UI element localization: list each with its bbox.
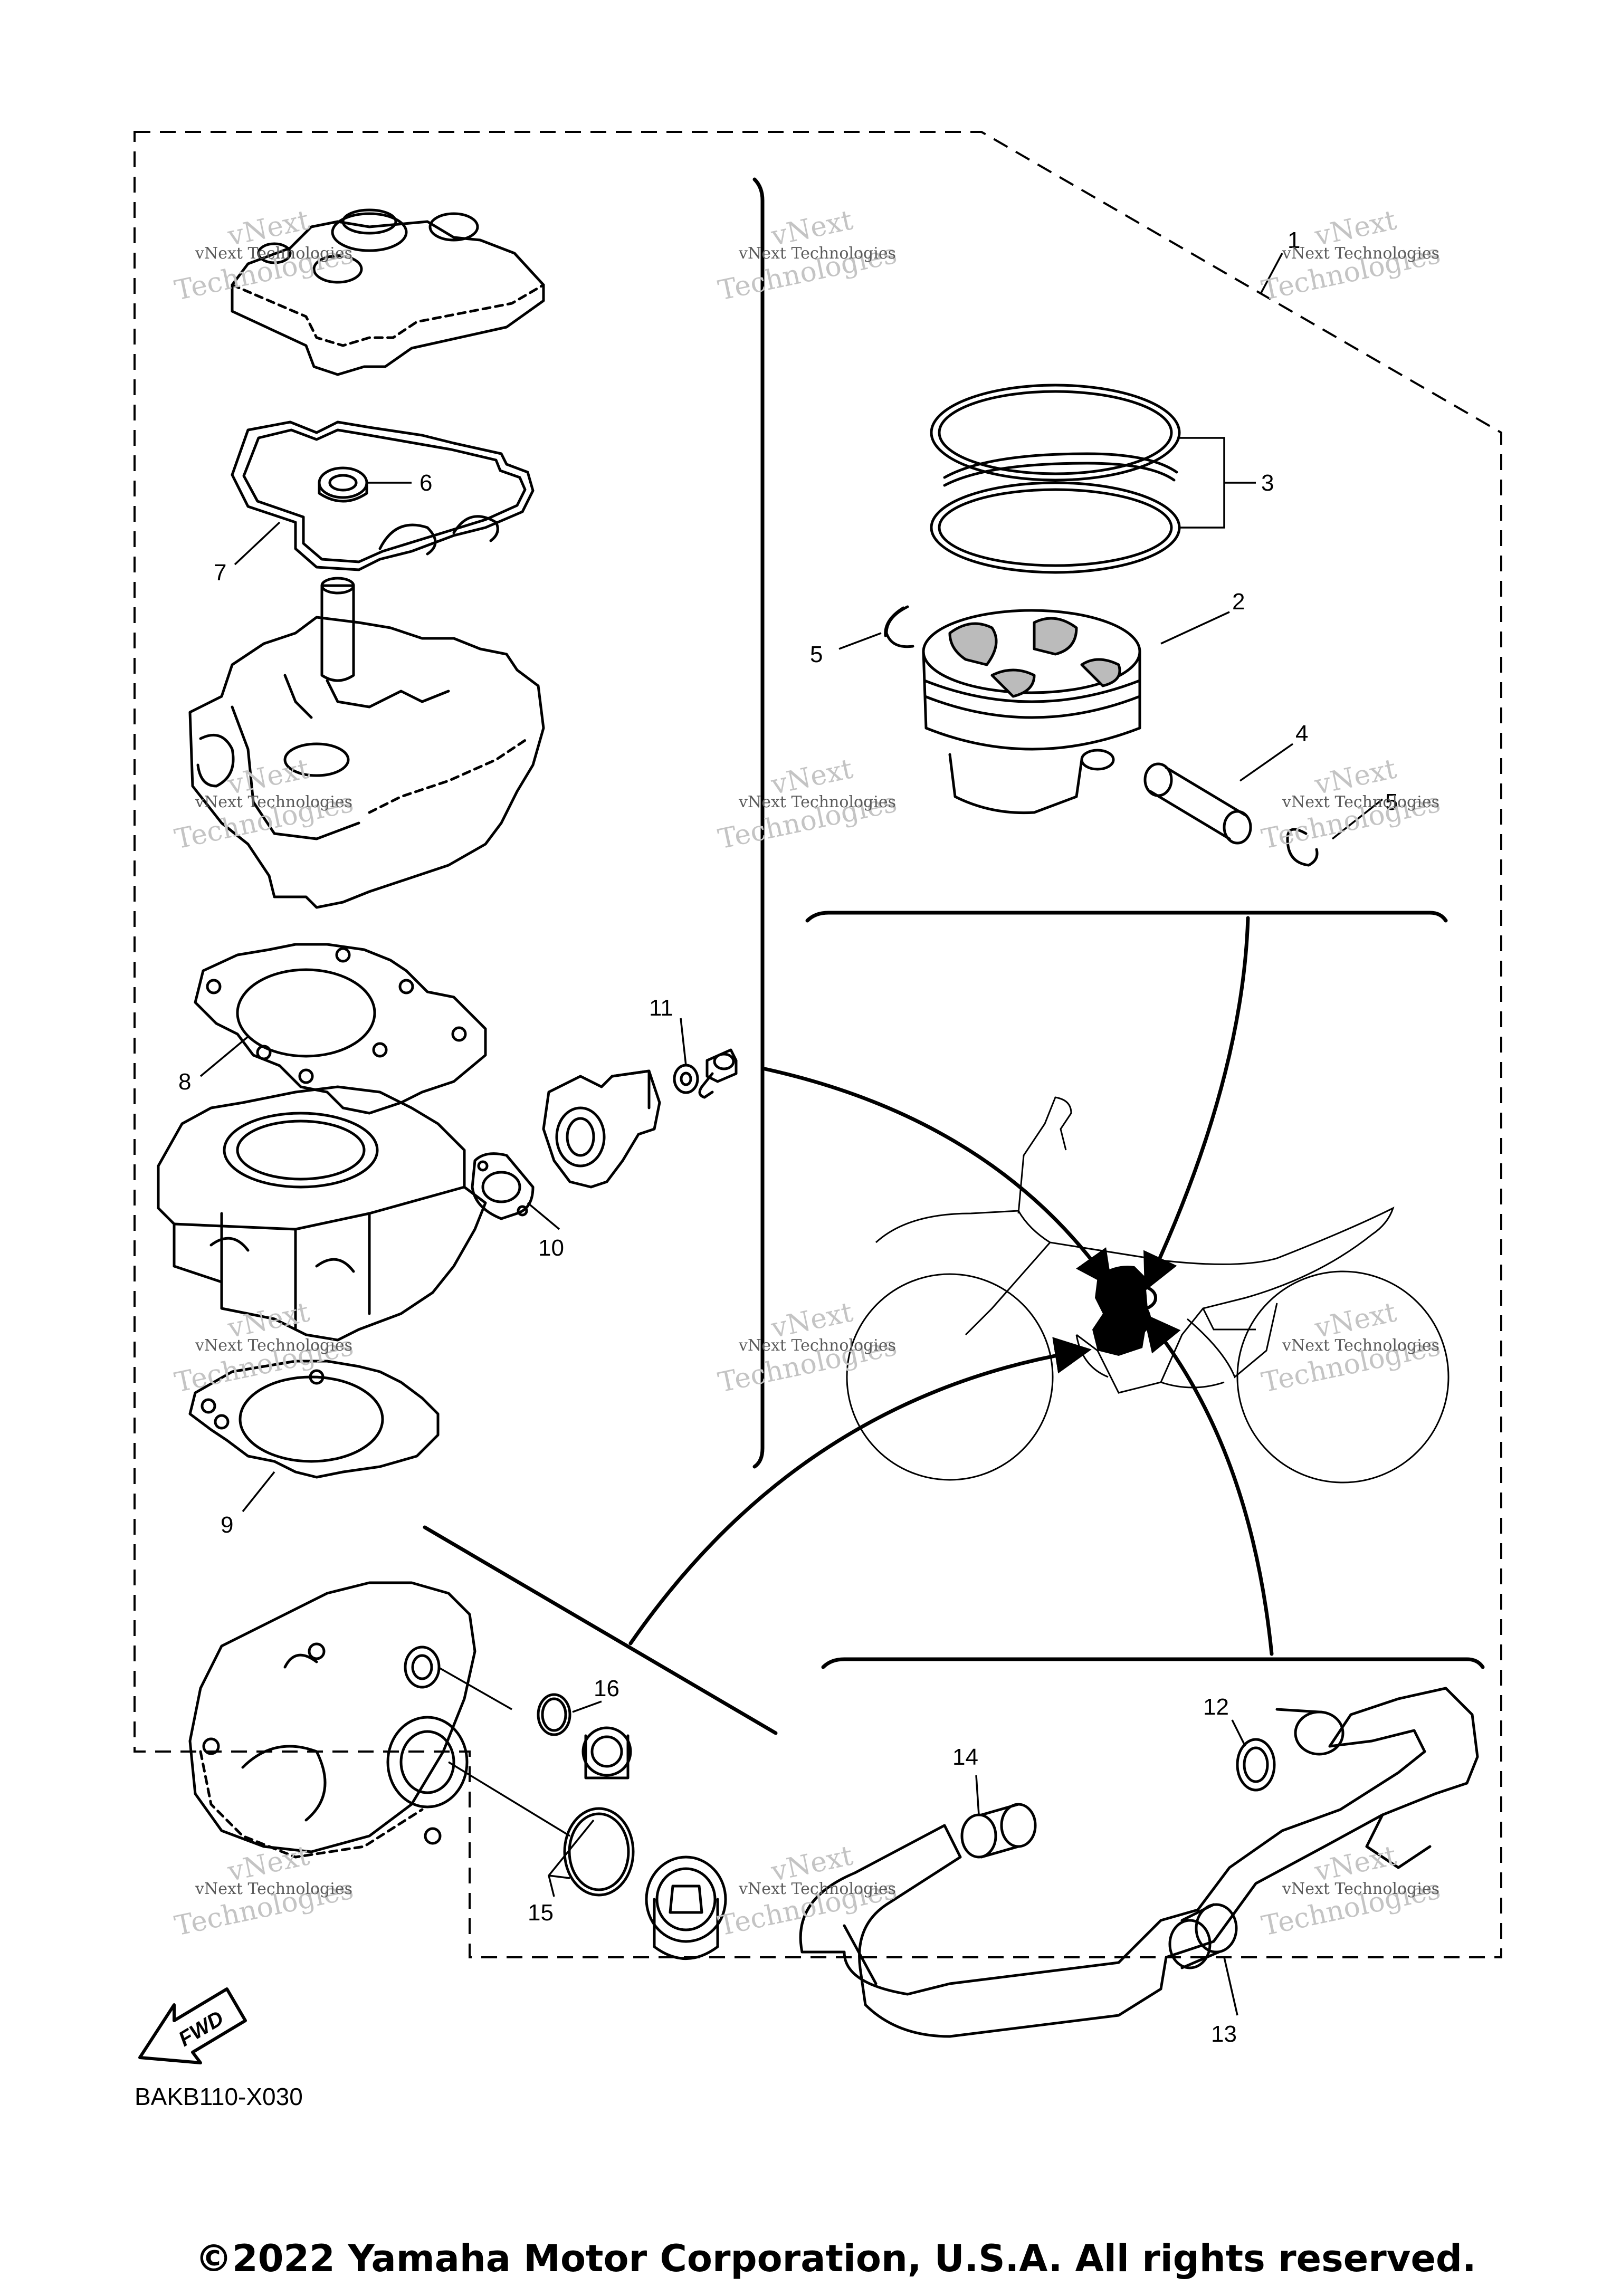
exhaust-gasket-14 [960, 1803, 1037, 1859]
copyright-notice: ©2022 Yamaha Motor Corporation, U.S.A. A… [195, 2237, 1476, 2280]
watermark-7: Technologies vNext vNext Technologies [172, 1296, 356, 1399]
svg-text:vNext Technologies: vNext Technologies [195, 244, 352, 263]
tensioner-gasket [471, 1152, 535, 1220]
watermark-2: Technologies vNext vNext Technologies [716, 204, 900, 307]
callout-12: 12 [1203, 1694, 1229, 1720]
watermark-1: Technologies vNext vNext Technologies [172, 204, 356, 307]
watermark-6: Technologies vNext vNext Technologies [1259, 753, 1443, 855]
cylinder-head-gasket [194, 943, 487, 1115]
watermark-5: Technologies vNext vNext Technologies [716, 753, 900, 855]
exhaust-group-line [821, 1657, 1485, 1669]
kit-boundary [134, 131, 1502, 1958]
circlip-left [884, 605, 914, 648]
svg-text:vNext Technologies: vNext Technologies [195, 1336, 352, 1355]
cylinder-head-cover [231, 208, 545, 376]
fwd-arrow-icon: FWD [138, 1987, 247, 2064]
callout-3: 3 [1261, 470, 1274, 496]
callout-8: 8 [178, 1069, 191, 1095]
arrow-crankcase [628, 1337, 1092, 1646]
piston-group-bottom-line [805, 911, 1448, 923]
piston-pin [1143, 762, 1252, 845]
valve-stem-seal [318, 466, 368, 503]
watermark-10: Technologies vNext vNext Technologies [172, 1840, 356, 1942]
callout-16: 16 [594, 1676, 619, 1701]
copper-washer [673, 1064, 699, 1094]
watermark-3: Technologies vNext vNext Technologies [1259, 204, 1443, 307]
callout-15: 15 [528, 1900, 554, 1926]
svg-text:vNext Technologies: vNext Technologies [195, 1880, 352, 1898]
oil-check-bolt [581, 1726, 632, 1780]
callout-10: 10 [538, 1235, 564, 1261]
watermark-8: Technologies vNext vNext Technologies [716, 1296, 900, 1399]
callout-14: 14 [952, 1744, 978, 1770]
watermark-11: Technologies vNext vNext Technologies [716, 1840, 900, 1942]
callout-13: 13 [1211, 2021, 1237, 2047]
crankcase-group-line [423, 1525, 778, 1735]
piston [922, 609, 1141, 815]
svg-text:vNext Technologies: vNext Technologies [1282, 244, 1439, 263]
callout-2: 2 [1232, 589, 1245, 615]
svg-text:vNext Technologies: vNext Technologies [1282, 793, 1439, 811]
o-ring-large [563, 1807, 635, 1897]
svg-text:vNext Technologies: vNext Technologies [1282, 1336, 1439, 1355]
callout-5a: 5 [810, 642, 823, 667]
callout-5b: 5 [1385, 789, 1398, 815]
svg-text:vNext Technologies: vNext Technologies [738, 793, 896, 811]
cylinder-base-gasket [188, 1360, 440, 1479]
svg-text:vNext Technologies: vNext Technologies [195, 793, 352, 811]
callout-7: 7 [214, 560, 226, 586]
exhaust-header-pipe [799, 1687, 1479, 2038]
callout-6: 6 [419, 470, 432, 496]
arrow-piston [1143, 916, 1250, 1292]
callout-4: 4 [1295, 721, 1308, 747]
tensioner-cap-bolt [698, 1048, 738, 1099]
svg-text:vNext Technologies: vNext Technologies [1282, 1880, 1439, 1898]
engine-highlight [1092, 1266, 1157, 1356]
arrow-cam-tensioner [760, 1066, 1113, 1288]
piston-rings [930, 384, 1181, 574]
crankcase-cover [188, 1581, 476, 1859]
valve-cover-gasket [231, 420, 535, 571]
arrow-exhaust [1143, 1313, 1274, 1656]
svg-text:vNext Technologies: vNext Technologies [738, 1336, 896, 1355]
callout-1: 1 [1288, 227, 1300, 253]
crankshaft-plug [645, 1855, 727, 1960]
diagram-code: BAKB110-X030 [135, 2083, 303, 2110]
circlip-right [1286, 828, 1319, 867]
callout-9: 9 [221, 1512, 233, 1538]
motorcycle-outline [846, 1096, 1450, 1484]
exhaust-gasket-13 [1168, 1903, 1238, 1969]
watermark-9: Technologies vNext vNext Technologies [1259, 1296, 1443, 1399]
leader-lines [199, 253, 1384, 2016]
svg-text:vNext Technologies: vNext Technologies [738, 1880, 896, 1898]
piston-group-bracket [752, 177, 765, 1469]
cylinder [157, 1085, 487, 1342]
callout-11: 11 [649, 995, 673, 1021]
exhaust-gasket-12 [1236, 1738, 1276, 1792]
o-ring-small [537, 1693, 571, 1736]
svg-text:vNext Technologies: vNext Technologies [738, 244, 896, 263]
cam-chain-tensioner [542, 1069, 661, 1189]
cylinder-head [188, 577, 545, 909]
